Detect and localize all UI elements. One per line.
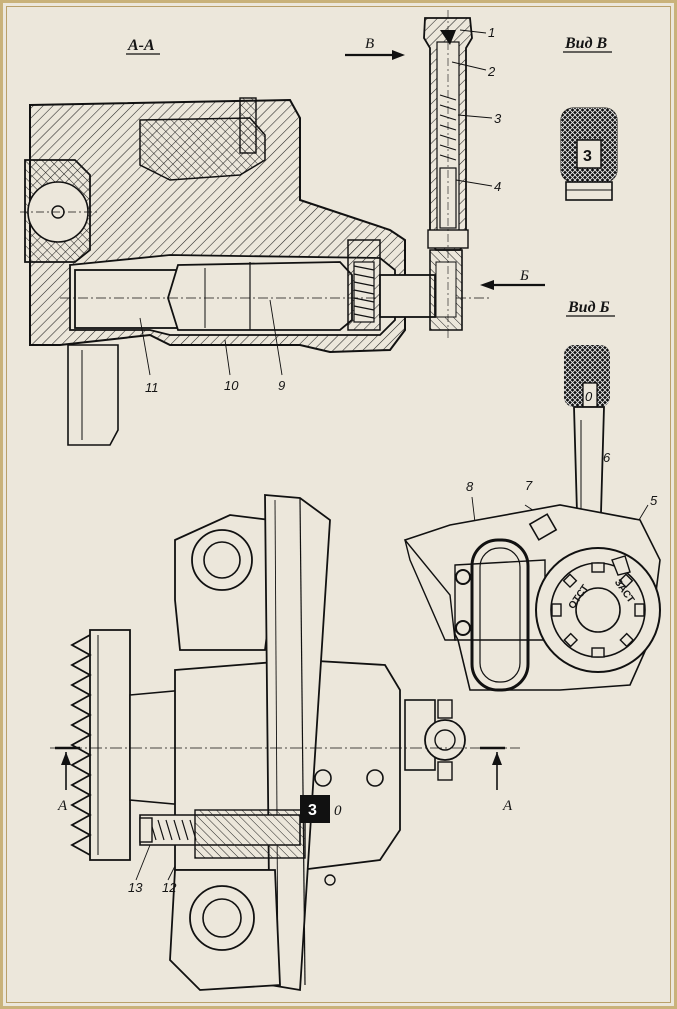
oval-window [470, 538, 530, 692]
part-number-1: 1 [488, 25, 495, 40]
view-arrows [345, 50, 545, 290]
part-number-6: 6 [603, 450, 611, 465]
view-v-knob [560, 107, 618, 201]
section-aa-title: А-А [127, 37, 155, 54]
part-number-10: 10 [224, 378, 239, 393]
arrow-label-a-left: А [57, 798, 68, 814]
arrow-label-v: В [365, 36, 374, 52]
part-number-5: 5 [650, 493, 658, 508]
front-view [50, 494, 520, 992]
view-v-title: Вид В [564, 35, 608, 52]
part-number-2: 2 [487, 64, 496, 79]
view-b-assembly [403, 345, 661, 692]
view-v-knob-digit: 3 [583, 148, 592, 165]
part-number-9: 9 [278, 378, 285, 393]
part-number-4: 4 [494, 179, 501, 194]
part-number-3: 3 [494, 111, 502, 126]
view-b-title: Вид Б [567, 299, 610, 316]
part-number-11: 11 [145, 380, 159, 395]
spring [347, 239, 381, 331]
part-number-13: 13 [128, 880, 143, 895]
part-number-7: 7 [525, 478, 533, 493]
gear-rack [89, 629, 131, 861]
plate-digit-3: 3 [308, 802, 317, 819]
part-number-12: 12 [162, 880, 177, 895]
shaft-11 [74, 269, 186, 329]
arrow-label-a-right: А [502, 798, 513, 814]
plunger-9 [167, 261, 353, 331]
arrow-label-b: Б [519, 268, 529, 284]
valve-assembly [423, 10, 473, 340]
view-b-knob-digit: 0 [585, 389, 593, 404]
lever-arm [67, 344, 119, 446]
part-number-8: 8 [466, 479, 474, 494]
plate-digit-0: 0 [334, 803, 342, 819]
section-aa-view [20, 97, 490, 446]
